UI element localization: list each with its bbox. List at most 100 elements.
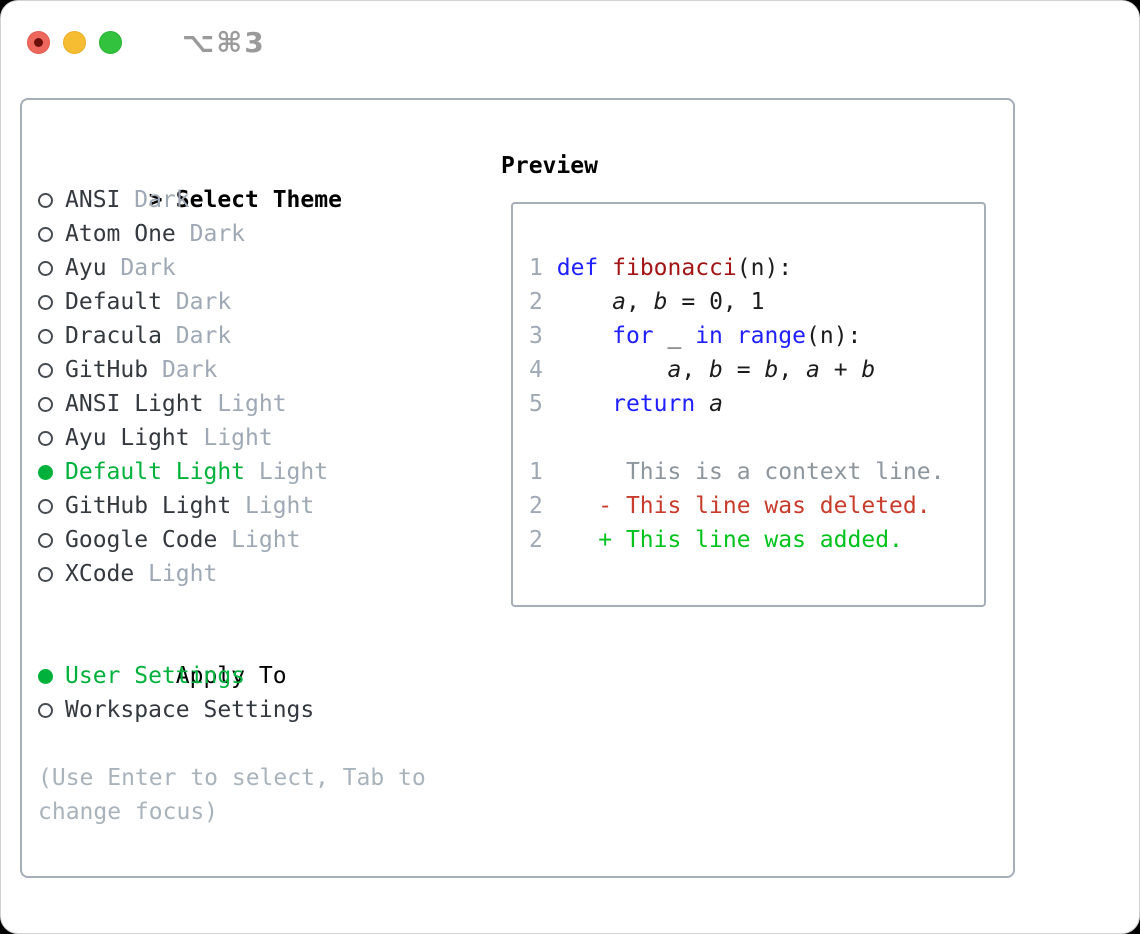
radio-unselected-icon <box>38 261 53 276</box>
code-segment: - This line was deleted. <box>598 493 931 519</box>
apply-to-heading-label: Apply To <box>175 663 287 689</box>
radio-selected-icon <box>38 669 53 684</box>
apply-option-label: Workspace Settings <box>65 697 315 723</box>
code-line: 2 + This line was added. <box>529 523 984 557</box>
code-segment: + This line was added. <box>598 527 903 553</box>
radio-selected-icon <box>38 465 53 480</box>
marker <box>38 251 65 285</box>
radio-unselected-icon <box>38 703 53 718</box>
theme-name: Ayu <box>65 255 107 281</box>
line-number: 2 <box>529 527 543 553</box>
code-segment: def <box>556 255 599 281</box>
code-segment: a <box>709 391 723 417</box>
code-line: 2 a, b = 0, 1 <box>529 285 984 319</box>
theme-variant-tag: Dark <box>161 289 232 315</box>
radio-unselected-icon <box>38 193 53 208</box>
select-theme-heading-label: Select Theme <box>175 187 342 213</box>
code-segment: for <box>612 323 654 349</box>
theme-option-ayu-dark[interactable]: Ayu Dark <box>38 251 426 285</box>
radio-unselected-icon <box>38 295 53 310</box>
code-segment <box>543 493 598 519</box>
minimize-button[interactable] <box>63 31 86 54</box>
selection-cursor-icon: > <box>148 187 163 213</box>
code-segment: range <box>736 323 807 349</box>
preview-column: Preview <box>501 149 598 183</box>
marker <box>38 217 65 251</box>
code-segment: (n): <box>736 255 793 281</box>
close-dot-icon <box>34 38 43 47</box>
code-segment: _ <box>653 323 696 349</box>
code-segment: return <box>612 391 696 417</box>
theme-name: GitHub <box>65 357 149 383</box>
theme-name: Ayu Light <box>65 425 190 451</box>
code-line: 1 This is a context line. <box>529 455 984 489</box>
code-segment: , <box>778 357 807 383</box>
theme-variant-tag: Dark <box>106 255 176 281</box>
marker <box>38 353 65 387</box>
code-segment: , <box>625 289 654 315</box>
marker <box>38 387 65 421</box>
theme-name: Dracula <box>65 323 162 349</box>
apply-option-user-settings[interactable]: User Settings <box>38 659 426 693</box>
theme-name: XCode <box>65 561 135 587</box>
theme-option-xcode-light[interactable]: XCode Light <box>38 557 426 591</box>
code-segment: = 0, 1 <box>667 289 765 315</box>
line-number: 4 <box>529 357 543 383</box>
theme-variant-tag: Light <box>217 527 301 553</box>
hint-text-line2: change focus) <box>38 799 219 825</box>
theme-name: Atom One <box>65 221 176 247</box>
code-segment <box>543 527 598 553</box>
zoom-button[interactable] <box>99 31 122 54</box>
code-segment <box>723 323 737 349</box>
radio-unselected-icon <box>38 363 53 378</box>
theme-name: Google Code <box>65 527 218 553</box>
code-segment <box>543 357 668 383</box>
window-title: ⌥⌘3 <box>182 26 266 59</box>
theme-name: ANSI <box>65 187 121 213</box>
theme-option-ansi-light-light[interactable]: ANSI Light Light <box>38 387 426 421</box>
radio-unselected-icon <box>38 227 53 242</box>
line-number: 5 <box>529 391 543 417</box>
marker <box>38 659 65 693</box>
close-button[interactable] <box>27 31 50 54</box>
theme-option-ayu-light-light[interactable]: Ayu Light Light <box>38 421 426 455</box>
theme-variant-tag: Dark <box>120 187 190 213</box>
marker <box>38 421 65 455</box>
theme-option-github-light-light[interactable]: GitHub Light Light <box>38 489 426 523</box>
code-line <box>529 421 984 455</box>
apply-option-workspace-settings[interactable]: Workspace Settings <box>38 693 426 727</box>
apply-to-heading: Apply To <box>38 625 426 689</box>
radio-unselected-icon <box>38 567 53 582</box>
select-theme-heading: > Select Theme <box>38 149 426 213</box>
theme-option-ansi-dark[interactable]: ANSI Dark <box>38 183 426 217</box>
theme-variant-tag: Light <box>189 425 273 451</box>
theme-variant-tag: Light <box>245 459 329 485</box>
theme-option-dracula-dark[interactable]: Dracula Dark <box>38 319 426 353</box>
theme-option-atom-one-dark[interactable]: Atom One Dark <box>38 217 426 251</box>
theme-variant-tag: Dark <box>161 323 232 349</box>
code-segment: in <box>695 323 723 349</box>
spacer <box>38 591 426 625</box>
line-number: 1 <box>529 255 543 281</box>
code-segment: b <box>709 357 723 383</box>
marker <box>38 319 65 353</box>
code-segment: fibonacci <box>612 255 737 281</box>
theme-option-default-dark[interactable]: Default Dark <box>38 285 426 319</box>
theme-option-github-dark[interactable]: GitHub Dark <box>38 353 426 387</box>
radio-unselected-icon <box>38 397 53 412</box>
theme-option-default-light-light[interactable]: Default Light Light <box>38 455 426 489</box>
code-line: 3 for _ in range(n): <box>529 319 984 353</box>
marker <box>38 557 65 591</box>
line-number: 2 <box>529 289 543 315</box>
radio-unselected-icon <box>38 329 53 344</box>
marker <box>38 693 65 727</box>
marker <box>38 489 65 523</box>
theme-option-google-code-light[interactable]: Google Code Light <box>38 523 426 557</box>
code-segment: , <box>681 357 710 383</box>
preview-heading: Preview <box>501 153 598 179</box>
